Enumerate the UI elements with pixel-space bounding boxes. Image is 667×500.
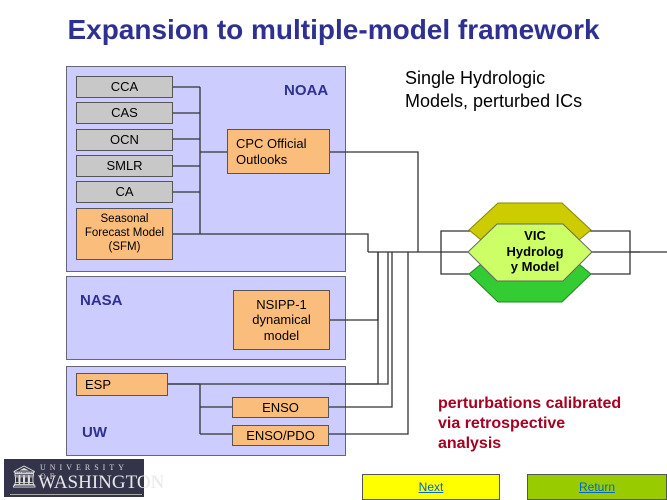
model-ocn: OCN: [76, 129, 173, 151]
annotation-line: Models, perturbed ICs: [405, 91, 583, 112]
uw-label: UW: [82, 424, 107, 441]
model-sfm: Seasonal Forecast Model (SFM): [76, 208, 173, 260]
vic-label-line: Hydrolog: [506, 243, 564, 259]
model-cca: CCA: [76, 76, 173, 98]
annotation-line: Single Hydrologic: [405, 68, 546, 88]
next-link[interactable]: Next: [418, 480, 444, 494]
esp-box: ESP: [76, 373, 168, 396]
enso-pdo-box: ENSO/PDO: [232, 425, 329, 446]
annotation-line: analysis: [438, 435, 502, 452]
annotation-line: via retrospective: [438, 415, 566, 432]
column-icon: 🏛: [10, 464, 38, 489]
logo-line-university: UNIVERSITY OF: [40, 463, 128, 481]
cpc-official-outlooks: CPC Official Outlooks: [227, 129, 330, 174]
model-ca: CA: [76, 181, 173, 203]
annotation-top: Single Hydrologic Models, perturbed ICs: [405, 67, 582, 114]
noaa-label: NOAA: [284, 82, 329, 99]
uw-logo: 🏛 UNIVERSITY OF WASHINGTON: [4, 459, 164, 497]
model-cas: CAS: [76, 102, 173, 124]
model-smlr: SMLR: [76, 155, 173, 177]
vic-label-line: y Model: [510, 259, 560, 275]
logo-line-washington: WASHINGTON: [38, 472, 165, 493]
vic-label-line: VIC: [524, 228, 546, 243]
next-button[interactable]: Next: [362, 474, 500, 500]
enso-box: ENSO: [232, 397, 329, 418]
vic-model-hexagon: [467, 223, 593, 282]
vic-model-label: VIC Hydrolog y Model: [490, 228, 580, 275]
nsipp-1-model: NSIPP-1 dynamical model: [233, 290, 330, 350]
slide-title: Expansion to multiple-model framework: [67, 14, 600, 45]
annotation-line: perturbations calibrated: [438, 395, 622, 412]
return-link[interactable]: Return: [578, 480, 616, 494]
annotation-bottom: perturbations calibrated via retrospecti…: [438, 394, 621, 454]
nasa-label: NASA: [80, 292, 123, 309]
logo-rule: [10, 494, 142, 495]
return-button[interactable]: Return: [527, 474, 667, 500]
